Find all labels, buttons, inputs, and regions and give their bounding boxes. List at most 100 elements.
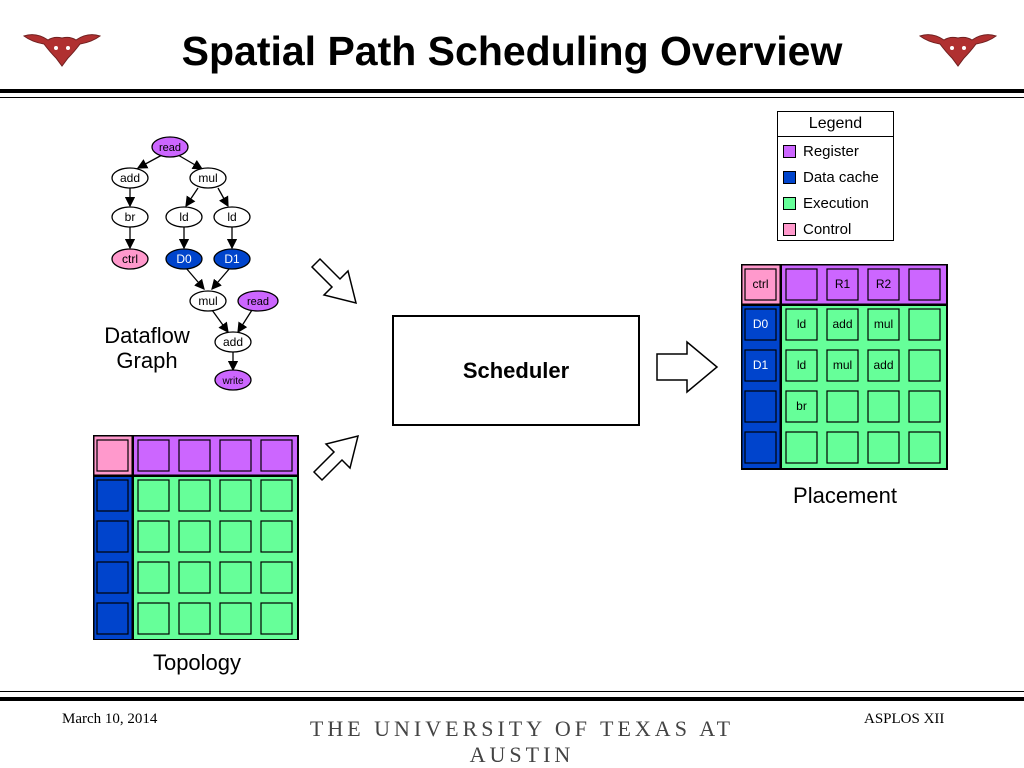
- header-rule: [0, 89, 1024, 93]
- dataflow-graph: read add mul br ld ld ctrl D0 D1 mul rea…: [111, 136, 279, 391]
- node-br-label: br: [125, 210, 136, 224]
- node-write-label: write: [221, 376, 244, 387]
- footer-university: THE UNIVERSITY OF TEXAS AT AUSTIN: [309, 716, 735, 767]
- node-ctrl-label: ctrl: [122, 252, 138, 266]
- place-exec-cell: [826, 349, 859, 382]
- place-r3c1-label: br: [796, 399, 807, 413]
- topo-control-cell: [96, 439, 129, 472]
- placement-grid: ctrl R1 R2 D0 D1 ld add mul ld mul add b…: [741, 264, 948, 470]
- node-mul-bottom: [189, 290, 227, 312]
- topo-exec-cell: [260, 520, 293, 553]
- node-add-top-label: add: [120, 171, 140, 185]
- place-exec-cell: [867, 349, 900, 382]
- topo-dcache-cell: [96, 520, 129, 553]
- node-read-top-label: read: [159, 142, 181, 154]
- topo-register-cell: [260, 439, 293, 472]
- place-exec-cell: [867, 390, 900, 423]
- node-ld-right: [213, 206, 251, 228]
- node-ld-left-label: ld: [179, 210, 188, 224]
- place-exec-cell: [826, 390, 859, 423]
- topo-exec-cell: [219, 602, 252, 635]
- node-ld-left: [165, 206, 203, 228]
- node-br: [111, 206, 149, 228]
- node-mul-top: [189, 167, 227, 189]
- topo-exec-cell: [137, 520, 170, 553]
- arrow-dataflow-to-scheduler: [310, 257, 358, 305]
- scheduler-box: Scheduler: [392, 315, 640, 426]
- topo-dcache-cell: [96, 602, 129, 635]
- place-dcache-d0: [744, 308, 777, 341]
- topo-exec-cell: [178, 520, 211, 553]
- topo-dcache-cell: [96, 479, 129, 512]
- legend-swatch-data-cache: [783, 170, 796, 184]
- topo-exec-cell: [260, 479, 293, 512]
- place-r2-label: R2: [876, 277, 892, 291]
- place-d0-label: D0: [753, 317, 769, 331]
- node-d0: [165, 248, 203, 270]
- node-read-bottom: [237, 290, 279, 312]
- topo-dcache-cell: [96, 561, 129, 594]
- node-read-bottom-label: read: [247, 296, 269, 308]
- place-r2c1-label: ld: [797, 358, 806, 372]
- legend-swatch-register: [783, 144, 796, 158]
- topo-exec-cell: [178, 602, 211, 635]
- placement-caption: Placement: [793, 483, 897, 508]
- place-exec-cell: [826, 431, 859, 464]
- dataflow-caption-line2: Graph: [116, 348, 178, 373]
- place-dcache-cell: [744, 431, 777, 464]
- topology-caption: Topology: [152, 650, 242, 675]
- dataflow-caption-line1: Dataflow: [104, 323, 190, 348]
- topo-register-cell: [178, 439, 211, 472]
- node-d0-label: D0: [176, 252, 192, 266]
- node-ctrl: [111, 248, 149, 270]
- place-exec-cell: [785, 308, 818, 341]
- footer-rule: [0, 697, 1024, 701]
- legend-title: Legend: [778, 112, 893, 137]
- place-exec-cell: [785, 349, 818, 382]
- legend: Legend Register Data cache Execution Con…: [777, 111, 894, 241]
- legend-item-execution: Execution: [783, 193, 869, 213]
- arrow-scheduler-to-placement: [656, 340, 719, 394]
- legend-label-control: Control: [803, 220, 852, 238]
- place-r1c1-label: ld: [797, 317, 806, 331]
- place-control-cell: [744, 268, 777, 301]
- place-d1-label: D1: [753, 358, 769, 372]
- place-dcache-d1: [744, 349, 777, 382]
- topo-exec-cell: [260, 561, 293, 594]
- slide-title: Spatial Path Scheduling Overview: [181, 28, 843, 74]
- legend-item-register: Register: [783, 141, 859, 161]
- footer-rule-thin: [0, 691, 1024, 692]
- topo-register-cell: [219, 439, 252, 472]
- topo-exec-cell: [219, 561, 252, 594]
- footer-conference: ASPLOS XII: [864, 711, 945, 727]
- legend-item-control: Control: [783, 219, 851, 239]
- topo-exec-cell: [219, 520, 252, 553]
- header-rule-thin: [0, 97, 1024, 98]
- footer-date: March 10, 2014: [62, 711, 158, 727]
- longhorn-logo-left: [22, 34, 102, 67]
- place-r1-label: R1: [835, 277, 851, 291]
- topo-exec-cell: [178, 561, 211, 594]
- legend-swatch-control: [783, 222, 796, 236]
- node-read-top: [151, 136, 189, 158]
- topo-exec-cell: [178, 479, 211, 512]
- place-exec-cell: [785, 390, 818, 423]
- place-register-cell: [908, 268, 941, 301]
- place-register-cell-r2: [867, 268, 900, 301]
- longhorn-logo-right: [918, 34, 998, 67]
- place-register-cell-r1: [826, 268, 859, 301]
- place-r2c3-label: add: [873, 358, 893, 372]
- place-exec-cell: [826, 308, 859, 341]
- place-exec-cell: [908, 349, 941, 382]
- topo-exec-cell: [260, 602, 293, 635]
- scheduler-label: Scheduler: [462, 357, 570, 383]
- place-exec-cell: [867, 308, 900, 341]
- legend-label-register: Register: [803, 142, 859, 160]
- place-r1c2-label: add: [832, 317, 852, 331]
- place-r1c3-label: mul: [874, 317, 893, 331]
- arrow-topology-to-scheduler: [312, 434, 360, 482]
- topo-exec-cell: [137, 602, 170, 635]
- legend-swatch-execution: [783, 196, 796, 210]
- node-add-bottom: [214, 331, 252, 353]
- place-register-cell: [785, 268, 818, 301]
